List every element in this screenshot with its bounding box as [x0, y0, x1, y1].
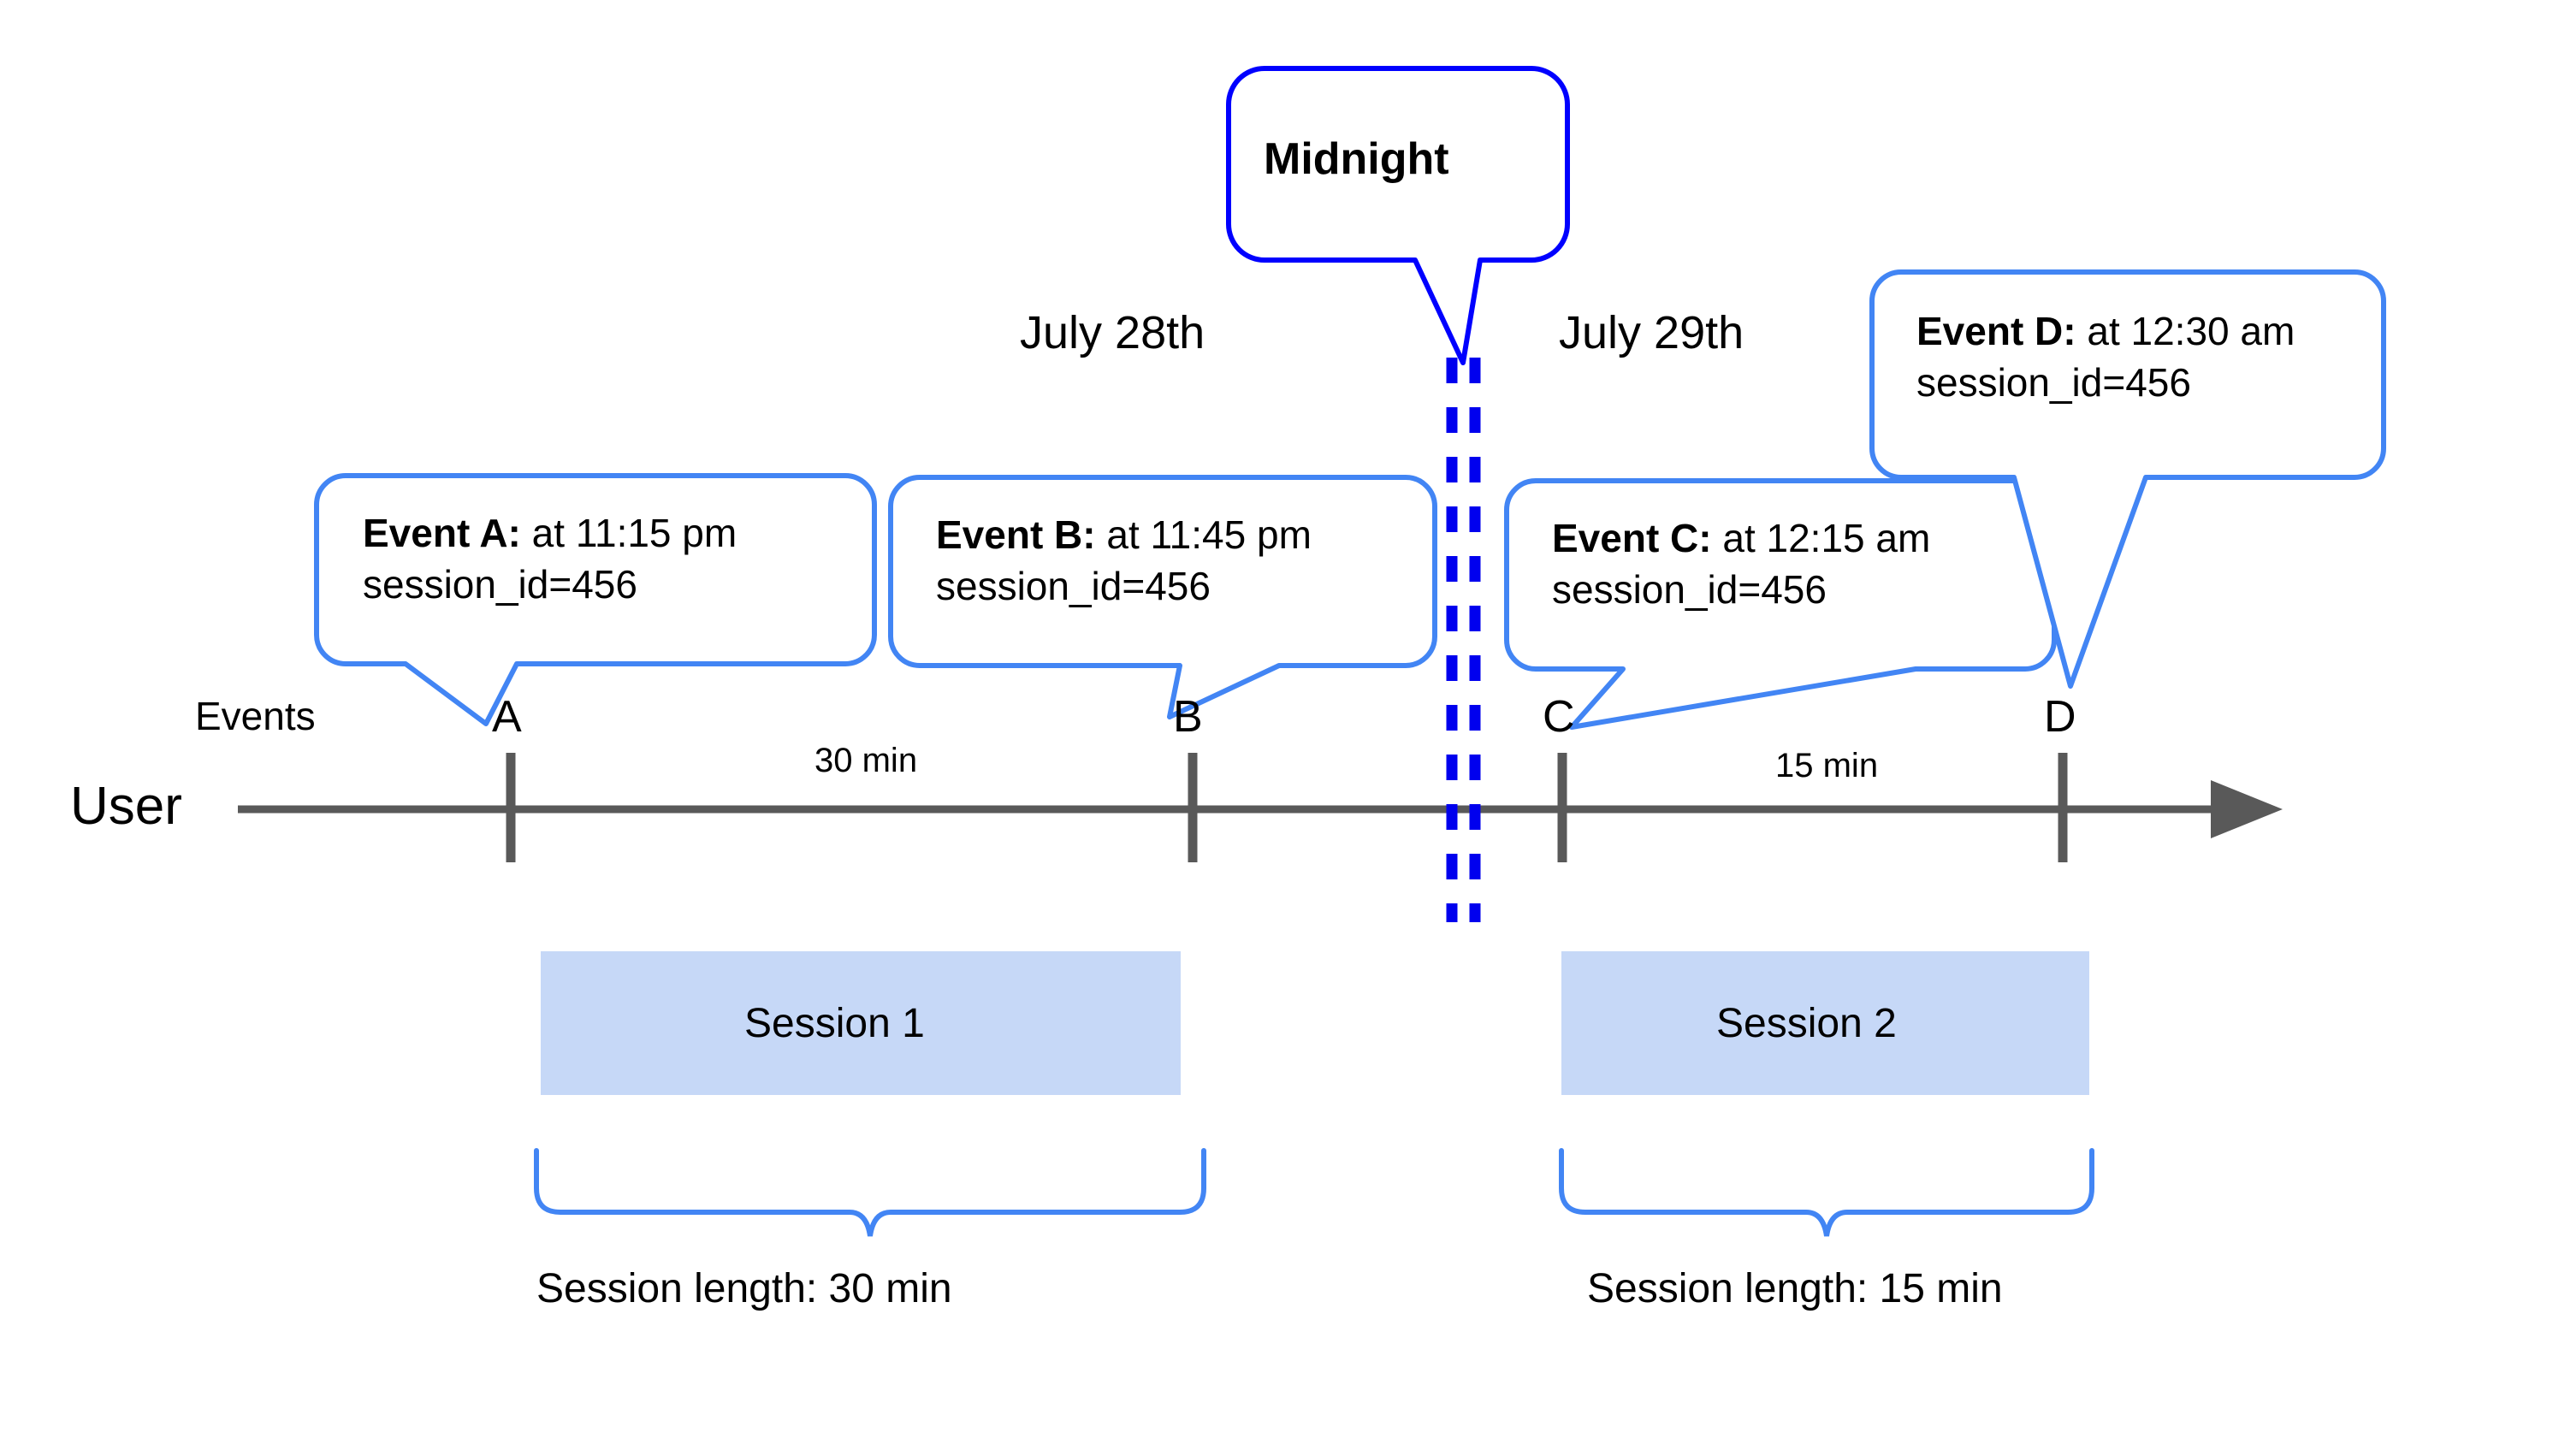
event-b-time: at 11:45 pm	[1095, 512, 1312, 557]
tick-label-c: C	[1543, 692, 1575, 742]
midnight-divider	[1446, 358, 1481, 922]
event-c-title: Event C:	[1552, 516, 1712, 560]
midnight-callout-label[interactable]: Midnight	[1264, 134, 1449, 184]
midnight-callout-shape	[1226, 66, 1570, 365]
date-label-july-28: July 28th	[1020, 307, 1205, 358]
session-2-length-label: Session length: 15 min	[1587, 1266, 2003, 1311]
session-1-length-label: Session length: 30 min	[536, 1266, 952, 1311]
duration-label-a-b: 30 min	[814, 742, 918, 779]
session-2-label: Session 2	[1716, 1001, 1897, 1046]
tick-label-d: D	[2044, 692, 2076, 742]
event-c-callout-text[interactable]: Event C: at 12:15 am session_id=456	[1552, 513, 1930, 616]
event-b-title: Event B:	[936, 512, 1096, 557]
event-d-callout-text[interactable]: Event D: at 12:30 am session_id=456	[1916, 306, 2295, 409]
event-a-time: at 11:15 pm	[520, 511, 737, 555]
event-d-title: Event D:	[1916, 309, 2076, 353]
tick-label-b: B	[1173, 692, 1203, 742]
event-b-session-id: session_id=456	[936, 563, 1211, 608]
row-label-events: Events	[195, 694, 316, 738]
event-b-callout-text[interactable]: Event B: at 11:45 pm session_id=456	[936, 510, 1312, 613]
session-braces	[534, 1148, 2094, 1237]
tick-label-a: A	[492, 692, 522, 742]
event-a-session-id: session_id=456	[363, 561, 637, 607]
event-c-session-id: session_id=456	[1552, 566, 1827, 612]
event-a-callout-text[interactable]: Event A: at 11:15 pm session_id=456	[363, 508, 737, 611]
event-c-time: at 12:15 am	[1711, 516, 1931, 560]
brace-session-2	[1559, 1148, 2094, 1237]
brace-session-1	[534, 1148, 1206, 1237]
timeline-axis	[238, 780, 2283, 838]
event-d-session-id: session_id=456	[1916, 359, 2191, 405]
event-d-time: at 12:30 am	[2076, 309, 2295, 353]
date-label-july-29: July 29th	[1559, 307, 1744, 358]
session-1-label: Session 1	[744, 1001, 925, 1046]
event-a-title: Event A:	[363, 511, 521, 555]
row-label-user: User	[70, 777, 182, 836]
duration-label-c-d: 15 min	[1775, 747, 1879, 784]
